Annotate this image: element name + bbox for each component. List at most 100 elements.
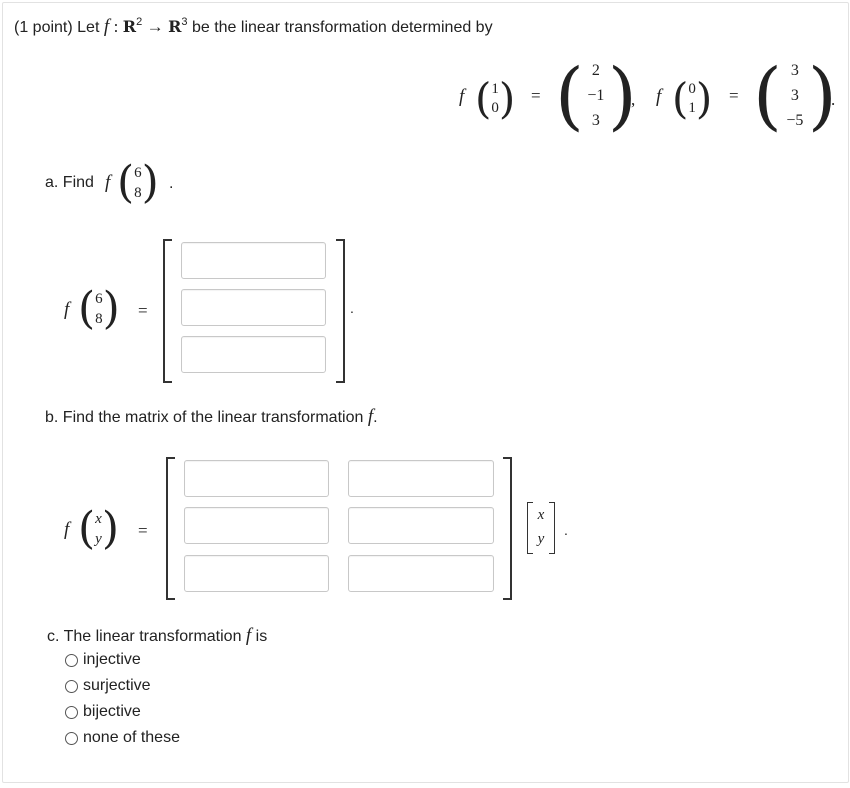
option-none-of-these[interactable]: none of these	[65, 729, 180, 747]
right-paren-icon: )	[102, 283, 120, 334]
given-f2-arg-1: 1	[688, 100, 696, 116]
part-a-answer: f ( 6 8 ) =	[60, 235, 370, 385]
left-paren-icon: (	[78, 283, 96, 334]
intro-text: (1 point) Let	[14, 19, 100, 36]
part-a-arg-0: 6	[134, 165, 142, 181]
part-b-answer-arg-1: y	[95, 531, 102, 547]
right-paren-icon: )	[101, 503, 120, 554]
intro-domain-exp: 2	[136, 16, 143, 28]
part-a-right-bracket	[336, 239, 345, 383]
radio-button[interactable]	[65, 653, 78, 667]
part-b-answer-f: f	[64, 519, 70, 540]
given-f1-arg-0: 1	[491, 81, 499, 97]
left-paren-icon: (	[555, 52, 584, 139]
given-f2-equals: =	[729, 86, 739, 105]
part-b-answer-arg-0: x	[95, 511, 102, 527]
matrix-input-r1c2[interactable]	[348, 460, 494, 497]
part-b-left-bracket	[166, 457, 175, 600]
part-a-answer-equals: =	[138, 301, 148, 320]
part-a-f: f	[105, 172, 111, 193]
xy-right-bracket	[549, 502, 555, 554]
option-label: injective	[83, 651, 141, 668]
part-c-f: f	[245, 625, 252, 646]
part-a-answer-arg-1: 8	[95, 311, 103, 327]
option-bijective[interactable]: bijective	[65, 703, 141, 721]
left-paren-icon: (	[78, 503, 96, 554]
given-f1-val-0: 2	[591, 62, 600, 79]
part-a-arg-vector: ( 6 8 )	[117, 161, 159, 205]
given-equations: f ( 1 0 ) = ( 2 −1 3 ) , f ( 0 1 ) = ( 3…	[455, 56, 840, 142]
matrix-input-r1c1[interactable]	[184, 460, 329, 497]
part-a-input-1[interactable]	[181, 242, 326, 279]
given-f2-label: f	[656, 86, 662, 107]
part-b-f: f	[367, 406, 374, 427]
part-a-prompt: a. Find f ( 6 8 ) .	[45, 161, 205, 211]
part-c-prompt: c. The linear transformation f is	[47, 625, 267, 647]
given-f2-arg-vector: ( 0 1 )	[672, 78, 712, 120]
part-b-right-bracket	[503, 457, 512, 600]
given-f1-val-1: −1	[587, 87, 605, 104]
matrix-input-r3c2[interactable]	[348, 555, 494, 592]
part-c-prompt-tail: is	[255, 628, 268, 645]
xy-vector-x: x	[537, 507, 545, 523]
right-paren-icon: )	[607, 52, 637, 139]
option-label: surjective	[83, 677, 151, 694]
given-f2-val-0: 3	[790, 62, 799, 79]
part-b-period: .	[373, 409, 378, 426]
part-a-period: .	[169, 175, 174, 192]
given-f1-val-2: 3	[591, 112, 600, 129]
part-a-input-2[interactable]	[181, 289, 326, 326]
intro-colon: :	[113, 17, 119, 36]
left-paren-icon: (	[117, 157, 135, 208]
xy-vector: x y	[534, 503, 548, 551]
intro-f: f	[103, 16, 110, 37]
given-f2-value-vector: ( 3 3 −5 )	[753, 58, 837, 133]
intro-arrow: →	[146, 17, 164, 36]
given-f1-label: f	[459, 86, 465, 107]
given-f1-arg-1: 0	[491, 100, 499, 116]
right-paren-icon: )	[498, 74, 516, 123]
right-paren-icon: )	[141, 157, 159, 208]
option-label: bijective	[83, 703, 141, 720]
option-injective[interactable]: injective	[65, 651, 141, 669]
part-a-period-end: .	[350, 300, 354, 316]
part-a-answer-arg-0: 6	[95, 291, 103, 307]
part-a-prompt-text: a. Find	[45, 174, 94, 191]
given-f2-val-1: 3	[790, 87, 799, 104]
given-f1-equals: =	[531, 86, 541, 105]
xy-left-bracket	[527, 502, 533, 554]
part-b-answer-arg-vector: ( x y )	[78, 507, 119, 551]
intro-domain: R	[122, 17, 137, 36]
intro-codomain-exp: 3	[181, 16, 188, 28]
given-comma: ,	[631, 90, 636, 109]
left-paren-icon: (	[475, 74, 492, 123]
option-surjective[interactable]: surjective	[65, 677, 151, 695]
given-f1-value-vector: ( 2 −1 3 )	[555, 58, 637, 133]
left-paren-icon: (	[672, 74, 689, 123]
option-label: none of these	[83, 729, 180, 746]
intro-codomain: R	[168, 17, 182, 36]
matrix-input-r3c1[interactable]	[184, 555, 329, 592]
matrix-input-r2c1[interactable]	[184, 507, 329, 544]
matrix-input-r2c2[interactable]	[348, 507, 494, 544]
right-paren-icon: )	[807, 52, 837, 139]
given-f1-arg-vector: ( 1 0 )	[475, 78, 515, 120]
radio-button[interactable]	[65, 705, 78, 719]
part-a-input-3[interactable]	[181, 336, 326, 373]
radio-button[interactable]	[65, 731, 78, 745]
part-b-answer: f ( x y ) =	[60, 495, 170, 565]
part-a-arg-1: 8	[134, 185, 142, 201]
part-b-prompt-text: b. Find the matrix of the linear transfo…	[45, 409, 364, 426]
problem-intro: (1 point) Let f : R2 → R3 be the linear …	[14, 16, 493, 38]
given-f2-arg-0: 0	[688, 81, 696, 97]
part-b-prompt: b. Find the matrix of the linear transfo…	[45, 406, 378, 428]
part-a-answer-arg-vector: ( 6 8 )	[78, 287, 120, 331]
intro-tail: be the linear transformation determined …	[191, 19, 493, 36]
part-b-period-end: .	[564, 522, 568, 538]
part-a-left-bracket	[163, 239, 172, 383]
given-f2-val-2: −5	[786, 112, 804, 129]
left-paren-icon: (	[753, 52, 782, 139]
xy-vector-y: y	[537, 531, 545, 547]
radio-button[interactable]	[65, 679, 78, 693]
